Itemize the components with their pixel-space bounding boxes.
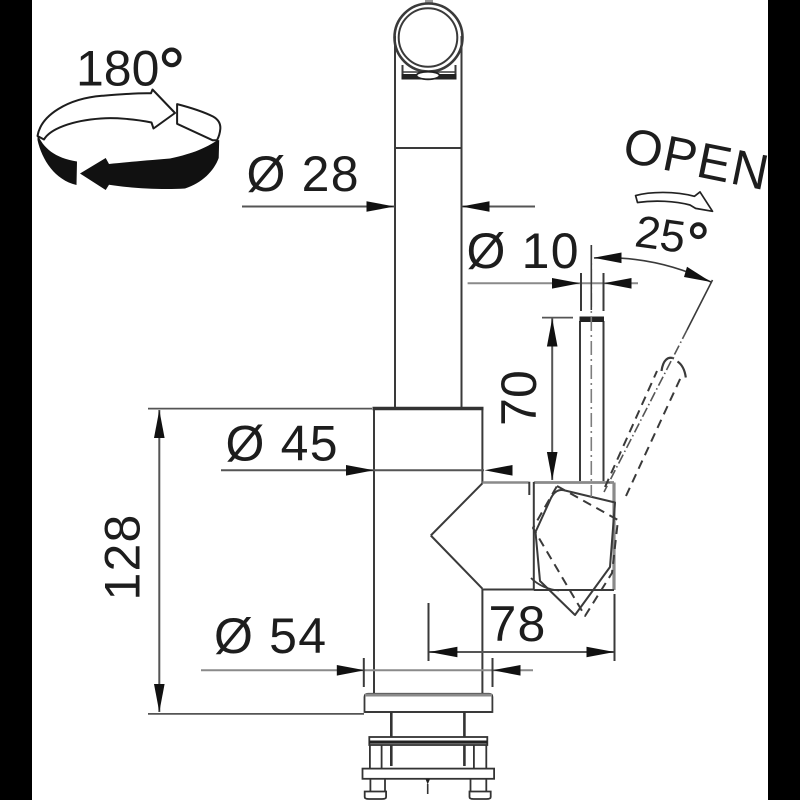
svg-text:78: 78 <box>489 596 547 652</box>
svg-text:180: 180 <box>76 41 159 97</box>
svg-text:Ø 10: Ø 10 <box>467 223 580 279</box>
svg-text:Ø 54: Ø 54 <box>214 608 327 664</box>
svg-text:Ø 45: Ø 45 <box>226 416 339 472</box>
svg-text:25: 25 <box>632 205 689 262</box>
svg-text:Ø 28: Ø 28 <box>247 146 360 202</box>
svg-text:70: 70 <box>491 370 547 426</box>
svg-text:128: 128 <box>95 513 151 600</box>
